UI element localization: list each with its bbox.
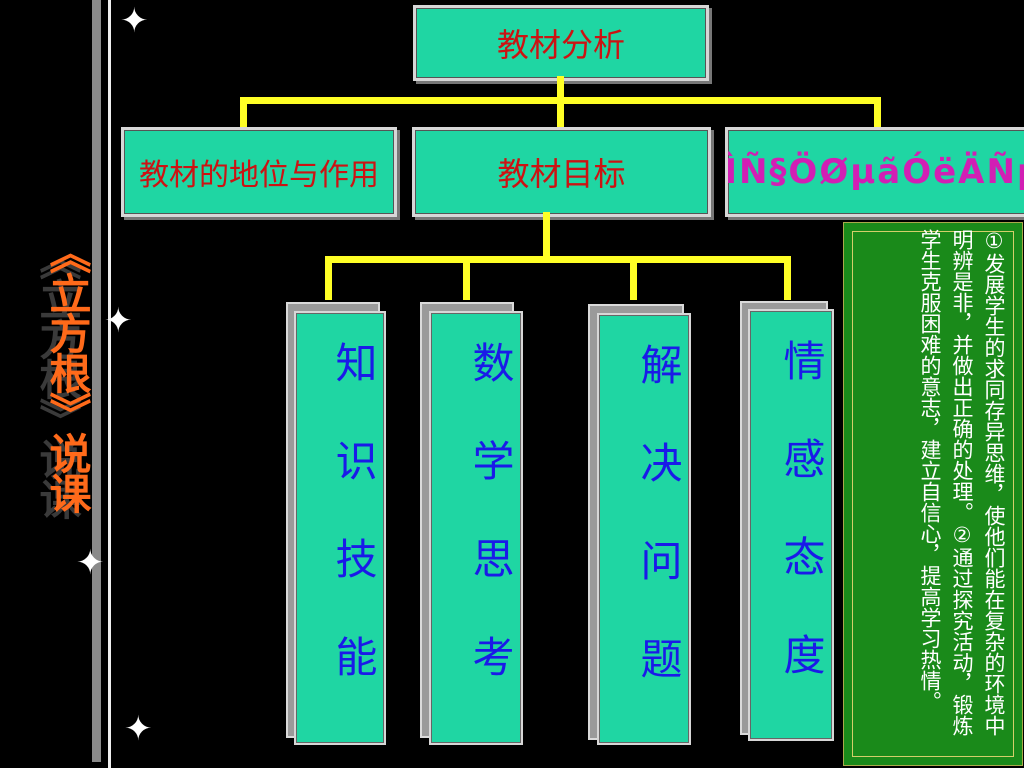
title-box-label: 教材分析 (496, 26, 625, 64)
title-box[interactable]: 教材分析 (413, 5, 709, 81)
side-title-text: 《立方根》说课 (43, 232, 92, 512)
connector-line (784, 256, 791, 300)
goal-card-label: 知识技能 (329, 341, 378, 733)
connector-line (630, 256, 637, 300)
key-points-box[interactable]: ½ÌÑ§ÖØµãÓëÄÑµã (725, 127, 1024, 217)
teaching-goals-label: 教材目标 (497, 155, 626, 193)
position-role-label: 教材的地位与作用 (139, 158, 379, 193)
goal-card-attitude[interactable]: 情感态度 (748, 309, 834, 741)
goal-card-math-thinking[interactable]: 数学思考 (429, 311, 523, 745)
connector-line (325, 256, 791, 263)
left-gray-rail (92, 0, 101, 762)
connector-line (557, 97, 564, 127)
left-white-rail (108, 0, 111, 768)
teaching-goals-box[interactable]: 教材目标 (412, 127, 711, 217)
connector-line (463, 256, 470, 300)
connector-line (557, 76, 564, 100)
sparkle-icon: ✦ (124, 709, 153, 749)
key-points-label: ½ÌÑ§ÖØµãÓëÄÑµã (725, 152, 1024, 192)
connector-line (543, 212, 550, 258)
connector-line (874, 97, 881, 127)
sparkle-icon: ✦ (76, 543, 105, 583)
goal-card-label: 情感态度 (777, 339, 826, 731)
goal-card-knowledge[interactable]: 知识技能 (294, 311, 386, 745)
description-frame (852, 231, 1014, 757)
side-title-shadow: 《立方根》说课 (33, 238, 82, 518)
goal-card-problem-solving[interactable]: 解决问题 (597, 313, 691, 745)
goal-card-label: 解决问题 (634, 343, 683, 735)
position-role-box[interactable]: 教材的地位与作用 (121, 127, 397, 217)
description-panel: ①发展学生的求同存异思维，使他们能在复杂的环境中明辨是非，并做出正确的处理。②通… (843, 222, 1023, 766)
goal-card-label: 数学思考 (466, 341, 515, 733)
sparkle-icon: ✦ (104, 301, 133, 341)
side-title: 《立方根》说课 《立方根》说课 (8, 232, 92, 592)
connector-line (325, 256, 332, 300)
connector-line (240, 97, 247, 127)
sparkle-icon: ✦ (120, 1, 149, 41)
description-text: ①发展学生的求同存异思维，使他们能在复杂的环境中明辨是非，并做出正确的处理。②通… (918, 229, 1006, 736)
